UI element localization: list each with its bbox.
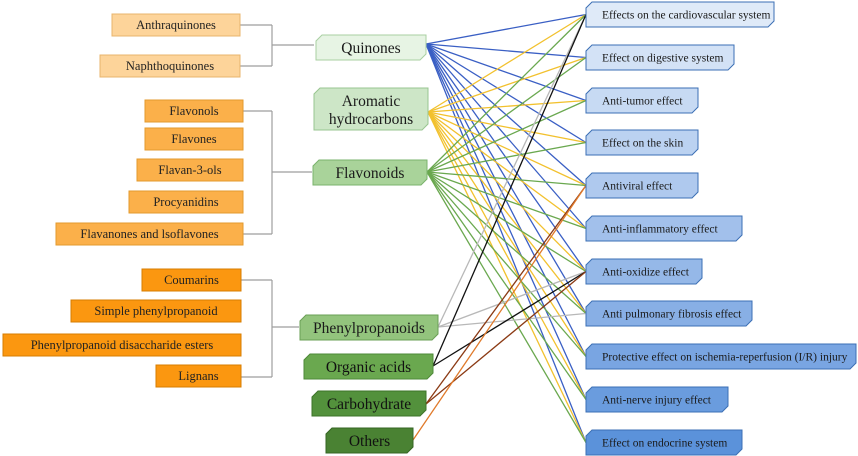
- category-box-carbohydrate: Carbohydrate: [311, 390, 427, 417]
- category-label: Organic acids: [326, 359, 411, 376]
- category-box-phenylpropanoids: Phenylpropanoids: [299, 314, 439, 341]
- effect-label: Anti-nerve injury effect: [602, 395, 712, 407]
- effect-label: Effect on the skin: [602, 138, 683, 150]
- effect-label: Protective effect on ischemia-reperfusio…: [602, 352, 848, 364]
- effect-label: Anti-inflammatory effect: [602, 224, 719, 236]
- subclass-label: Coumarins: [164, 273, 219, 287]
- subclass-box-simple-phenylpropanoid: Simple phenylpropanoid: [70, 299, 242, 323]
- connection-quinones-to-effect-on-digestive-system: [425, 43, 587, 59]
- effect-box-effect-on-the-skin: Effect on the skin: [585, 129, 699, 156]
- connection-phenylpropanoids-to-effects-on-the-cardiovascular-system: [437, 14, 587, 328]
- bracket-phenylpropanoids: [241, 279, 299, 378]
- effect-box-anti-inflammatory-effect: Anti-inflammatory effect: [585, 215, 743, 242]
- subclass-label: Flavanones and lsoflavones: [80, 227, 218, 241]
- connection-aromatic-to-anti-nerve-injury-effect: [427, 111, 587, 400]
- subclass-label: Flavonols: [169, 104, 218, 118]
- subclass-box-lignans: Lignans: [155, 364, 242, 388]
- subclass-label: Phenylpropanoid disaccharide esters: [31, 338, 214, 352]
- category-label: Flavonoids: [336, 165, 405, 182]
- effect-box-anti-oxidize-effect: Anti-oxidize effect: [585, 258, 703, 285]
- category-box-others: Others: [325, 427, 414, 454]
- subclass-box-flavan-3-ols: Flavan-3-ols: [136, 158, 244, 182]
- effect-box-anti-nerve-injury-effect: Anti-nerve injury effect: [585, 386, 729, 413]
- connection-aromatic-to-effect-on-the-skin: [427, 111, 587, 144]
- bracket-quinones: [240, 24, 314, 67]
- connection-organic-acids-to-effects-on-the-cardiovascular-system: [432, 14, 587, 367]
- subclass-box-flavonols: Flavonols: [144, 99, 244, 123]
- subclass-label: Naphthoquinones: [126, 59, 214, 73]
- subclass-label: Lignans: [178, 369, 218, 383]
- connection-aromatic-to-anti-oxidize-effect: [427, 111, 587, 272]
- category-label: Phenylpropanoids: [313, 320, 425, 337]
- connection-lines: [412, 13, 587, 443]
- connection-others-to-antiviral-effect: [412, 185, 587, 441]
- connection-flavonoids-to-anti-nerve-injury-effect: [426, 171, 587, 400]
- subclass-label: Procyanidins: [153, 195, 218, 209]
- effect-label: Antiviral effect: [602, 181, 673, 193]
- connection-flavonoids-to-effect-on-the-skin: [426, 141, 587, 173]
- subclass-label: Anthraquinones: [136, 18, 216, 32]
- connection-carbohydrate-to-antiviral-effect: [425, 185, 587, 405]
- subclass-label: Simple phenylpropanoid: [94, 304, 218, 318]
- subclass-box-flavones: Flavones: [144, 127, 244, 151]
- connection-flavonoids-to-protective-effect-on-ischemia-reperfusion-i-r-injury: [426, 171, 587, 357]
- subclass-box-flavanones-and-lsoflavones: Flavanones and lsoflavones: [55, 222, 244, 246]
- subclass-box-coumarins: Coumarins: [141, 268, 242, 292]
- effect-box-anti-pulmonary-fibrosis-effect: Anti pulmonary fibrosis effect: [585, 300, 753, 327]
- connection-aromatic-to-effects-on-the-cardiovascular-system: [427, 13, 587, 113]
- subclass-box-procyanidins: Procyanidins: [128, 190, 244, 214]
- subclass-box-naphthoquinones: Naphthoquinones: [99, 54, 241, 78]
- subclass-boxes: AnthraquinonesNaphthoquinonesFlavonolsFl…: [2, 13, 244, 388]
- connection-organic-acids-to-anti-oxidize-effect: [432, 270, 587, 367]
- bracket-flavonoids: [243, 110, 312, 235]
- category-label: Carbohydrate: [327, 396, 411, 413]
- effect-boxes: Effects on the cardiovascular systemEffe…: [585, 1, 857, 456]
- connection-aromatic-to-antiviral-effect: [427, 111, 587, 187]
- connection-flavonoids-to-anti-inflammatory-effect: [426, 171, 587, 230]
- connection-flavonoids-to-anti-oxidize-effect: [426, 171, 587, 273]
- category-box-quinones: Quinones: [315, 34, 427, 61]
- connection-flavonoids-to-effects-on-the-cardiovascular-system: [426, 14, 587, 173]
- connection-flavonoids-to-anti-pulmonary-fibrosis-effect: [426, 171, 587, 314]
- grouping-brackets: [240, 24, 314, 378]
- category-box-organic-acids: Organic acids: [303, 353, 434, 380]
- effect-label: Effects on the cardiovascular system: [602, 10, 770, 22]
- effect-label: Effect on endocrine system: [602, 438, 727, 450]
- subclass-label: Flavones: [171, 132, 216, 146]
- effect-label: Anti pulmonary fibrosis effect: [602, 309, 742, 321]
- category-label-line: hydrocarbons: [329, 111, 413, 128]
- connection-phenylpropanoids-to-anti-pulmonary-fibrosis-effect: [437, 312, 587, 328]
- connection-flavonoids-to-antiviral-effect: [426, 171, 587, 187]
- connection-aromatic-to-effect-on-digestive-system: [427, 56, 587, 113]
- effect-box-effect-on-endocrine-system: Effect on endocrine system: [585, 429, 743, 456]
- category-label: Others: [349, 433, 390, 450]
- subclass-label: Flavan-3-ols: [158, 163, 221, 177]
- effect-box-antiviral-effect: Antiviral effect: [585, 172, 699, 199]
- effect-box-effects-on-the-cardiovascular-system: Effects on the cardiovascular system: [585, 1, 775, 28]
- category-box-flavonoids: Flavonoids: [312, 159, 428, 186]
- connection-quinones-to-anti-tumor-effect: [425, 43, 587, 102]
- category-label-line: Aromatic: [342, 93, 401, 110]
- connection-flavonoids-to-anti-tumor-effect: [426, 99, 587, 173]
- effect-label: Anti-tumor effect: [602, 96, 683, 108]
- connection-flavonoids-to-effect-on-endocrine-system: [426, 171, 587, 443]
- subclass-box-phenylpropanoid-disaccharide-esters: Phenylpropanoid disaccharide esters: [2, 333, 242, 357]
- connection-aromatic-to-anti-tumor-effect: [427, 99, 587, 113]
- effect-box-anti-tumor-effect: Anti-tumor effect: [585, 87, 699, 114]
- category-label: Quinones: [341, 40, 400, 57]
- effect-label: Effect on digestive system: [602, 53, 724, 65]
- effect-label: Anti-oxidize effect: [602, 267, 690, 279]
- connection-aromatic-to-anti-inflammatory-effect: [427, 111, 587, 230]
- connection-phenylpropanoids-to-anti-oxidize-effect: [437, 270, 587, 328]
- connection-flavonoids-to-effect-on-digestive-system: [426, 56, 587, 173]
- connection-quinones-to-effects-on-the-cardiovascular-system: [425, 13, 587, 45]
- effect-box-effect-on-digestive-system: Effect on digestive system: [585, 44, 735, 71]
- subclass-box-anthraquinones: Anthraquinones: [111, 13, 241, 37]
- effect-box-protective-effect-on-ischemia-reperfusion-i-r-injury: Protective effect on ischemia-reperfusio…: [585, 343, 857, 370]
